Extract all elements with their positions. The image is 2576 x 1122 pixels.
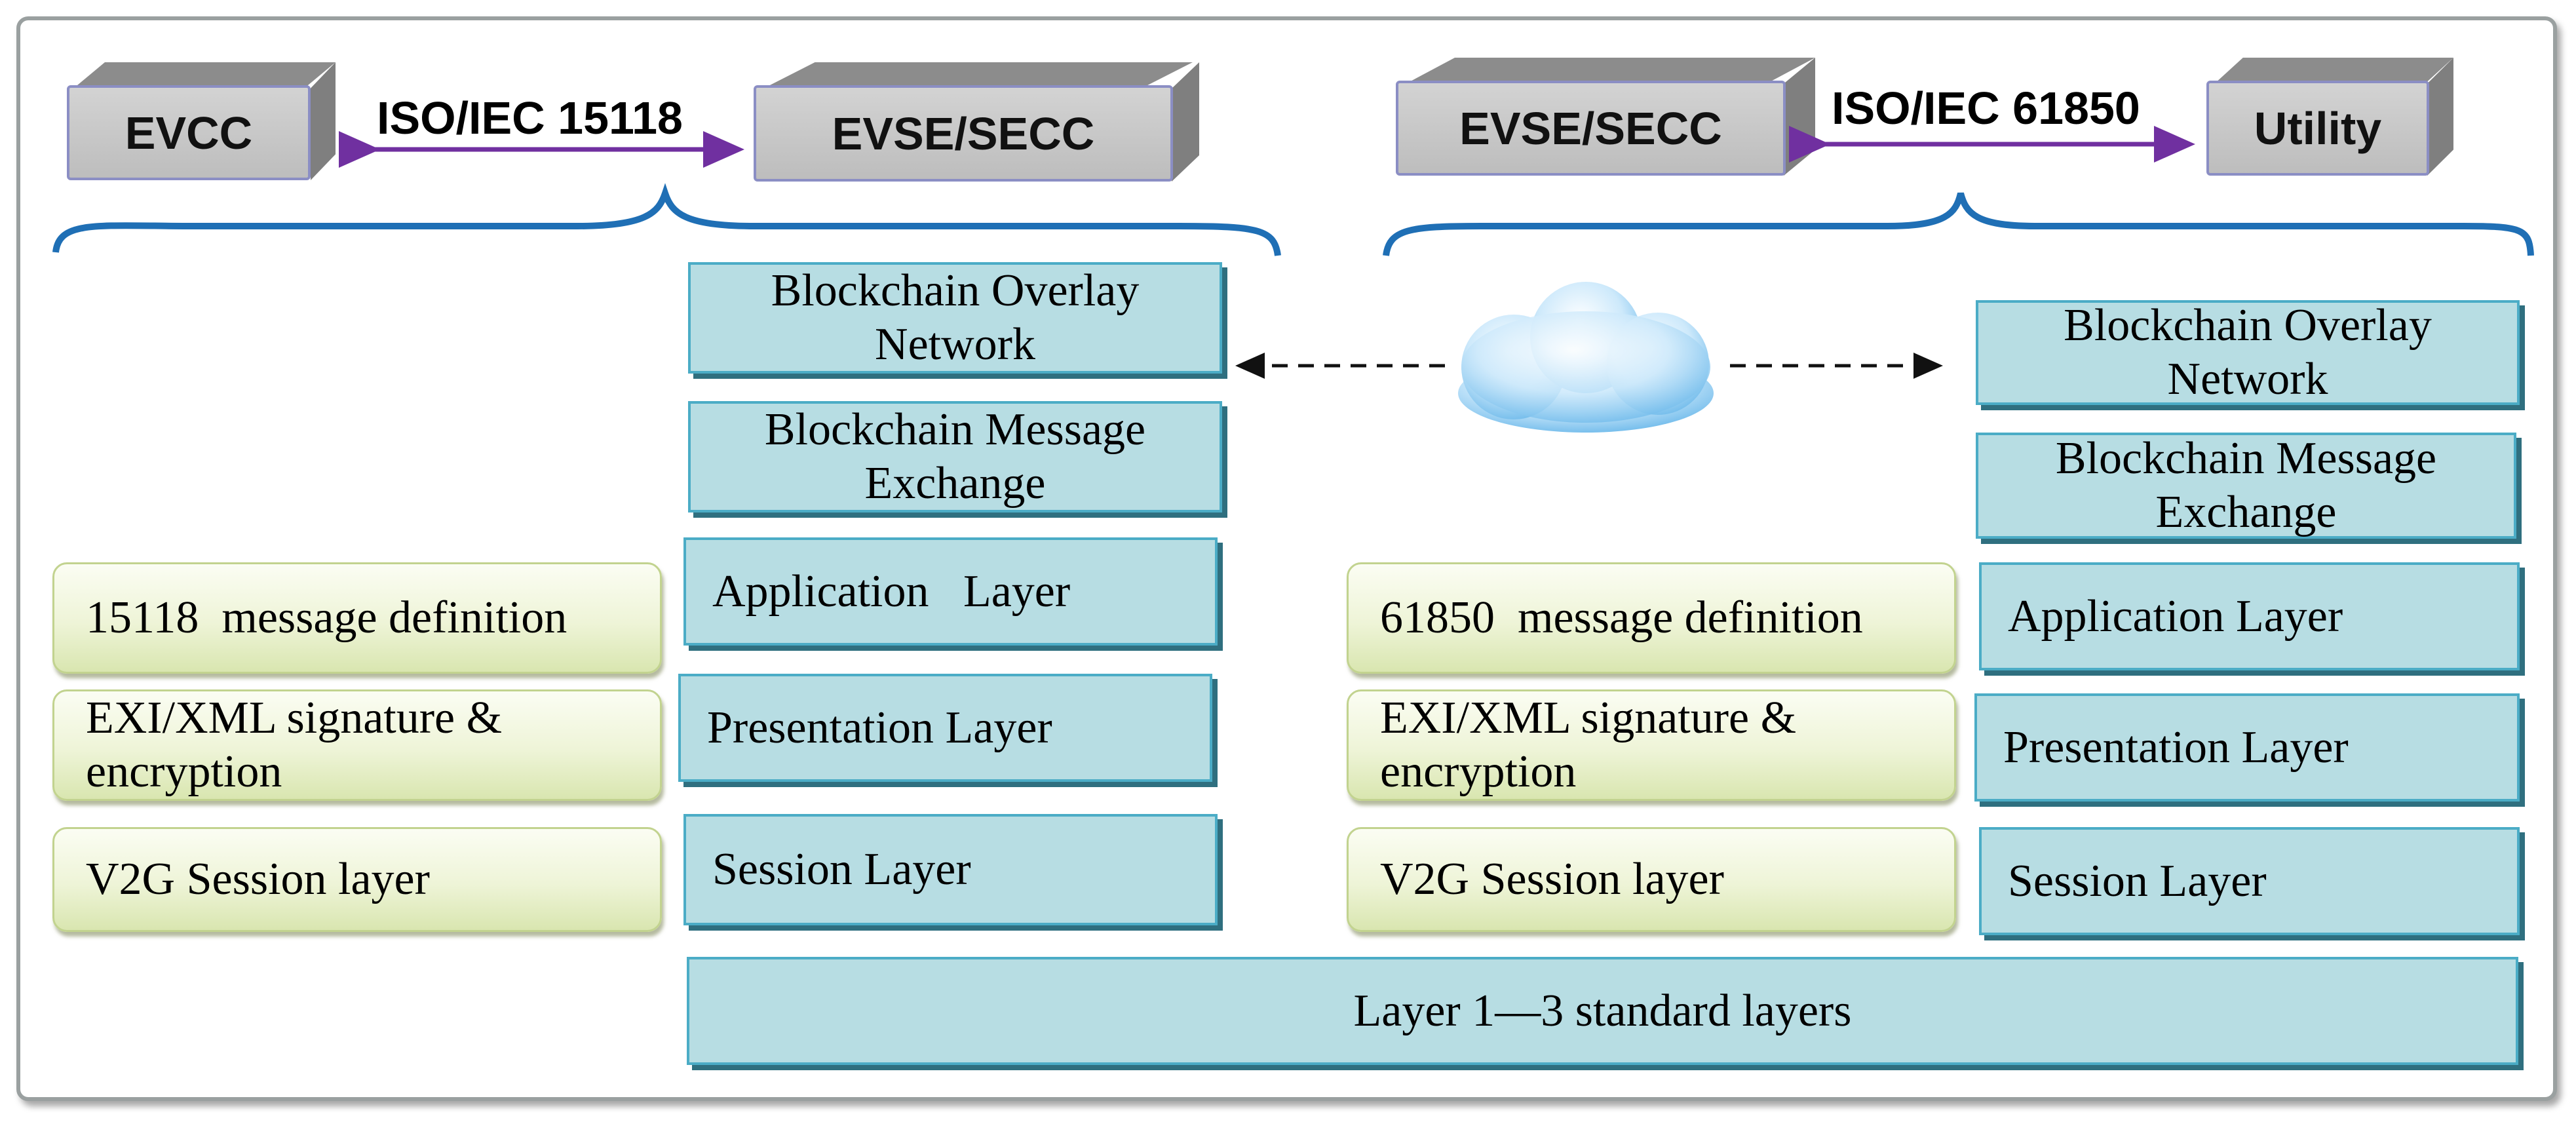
left-signature-encryption: EXI/XML signature & encryption bbox=[52, 689, 662, 801]
right-v2g-session: V2G Session layer bbox=[1347, 827, 1956, 932]
iso-61850-label: ISO/IEC 61850 bbox=[1832, 83, 2140, 134]
left-brace bbox=[52, 183, 1281, 256]
right-application-layer: Application Layer bbox=[1979, 562, 2520, 670]
evse-secc-label-left: EVSE/SECC bbox=[754, 85, 1173, 182]
center-blockchain-overlay: Blockchain Overlay Network bbox=[688, 262, 1222, 374]
right-blockchain-exchange: Blockchain Message Exchange bbox=[1976, 433, 2516, 539]
right-signature-encryption: EXI/XML signature & encryption bbox=[1347, 689, 1956, 801]
right-presentation-layer: Presentation Layer bbox=[1974, 693, 2520, 802]
standard-layers-1-3: Layer 1—3 standard layers bbox=[687, 957, 2518, 1065]
evse-secc-label-right: EVSE/SECC bbox=[1396, 81, 1786, 176]
center-blockchain-exchange: Blockchain Message Exchange bbox=[688, 401, 1222, 513]
cloud-icon bbox=[1458, 282, 1714, 433]
center-presentation-layer: Presentation Layer bbox=[678, 674, 1212, 782]
center-session-layer: Session Layer bbox=[683, 814, 1218, 925]
right-blockchain-overlay: Blockchain Overlay Network bbox=[1976, 300, 2520, 405]
right-brace bbox=[1383, 192, 2534, 256]
left-v2g-session: V2G Session layer bbox=[52, 827, 662, 932]
left-message-definition: 15118 message definition bbox=[52, 562, 662, 674]
utility-label: Utility bbox=[2206, 81, 2429, 176]
right-message-definition: 61850 message definition bbox=[1347, 562, 1956, 674]
right-session-layer: Session Layer bbox=[1979, 827, 2520, 935]
evcc-label: EVCC bbox=[67, 85, 311, 180]
center-application-layer: Application Layer bbox=[683, 537, 1218, 646]
